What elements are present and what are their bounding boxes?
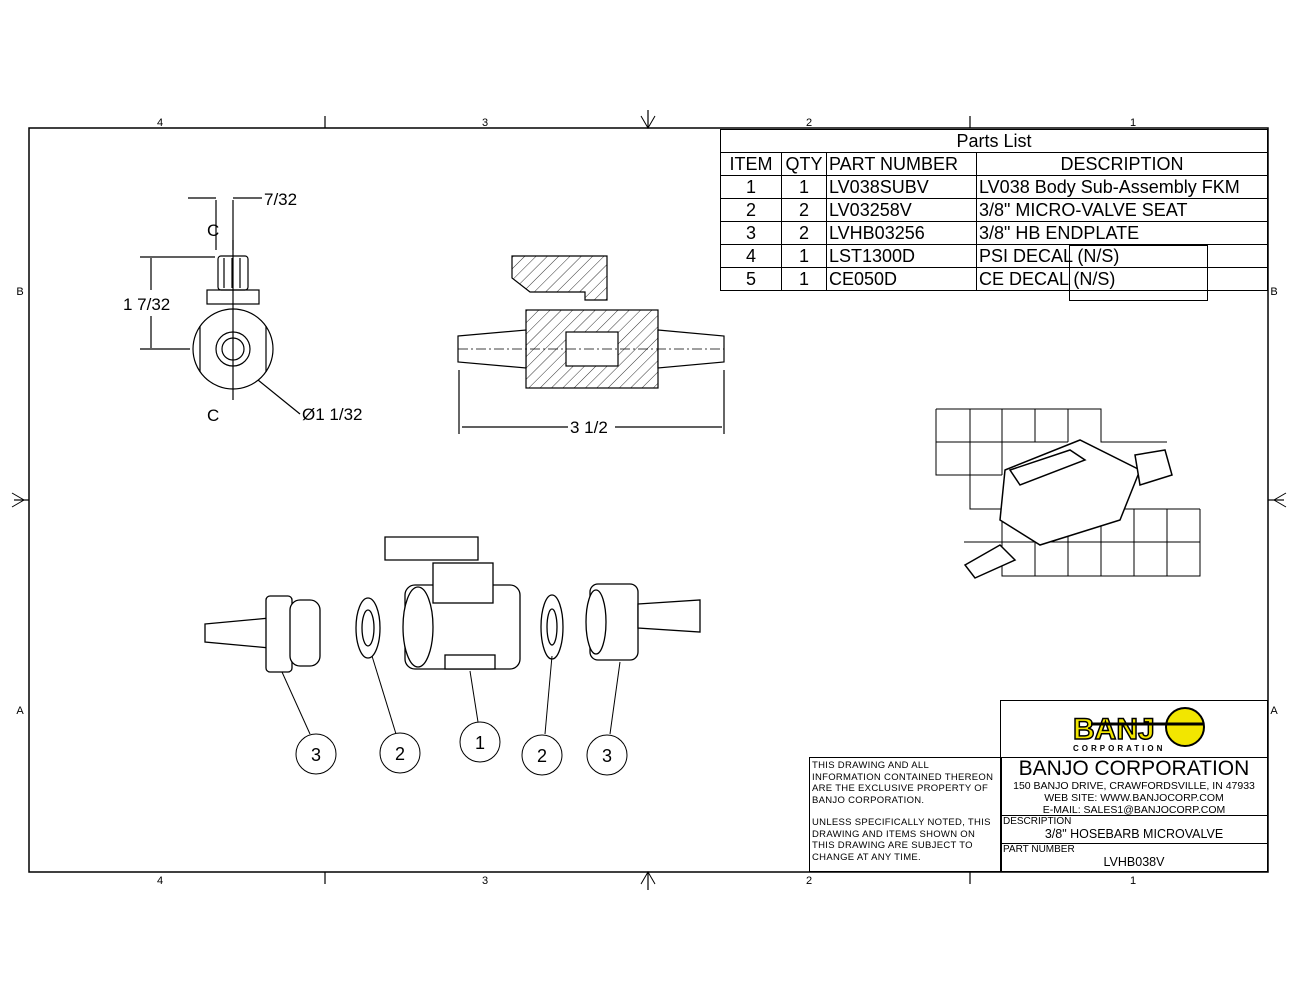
part-number-box: PART NUMBER LVHB038V xyxy=(1000,843,1268,872)
company-box: BANJO CORPORATION 150 BANJO DRIVE, CRAWF… xyxy=(1000,757,1268,816)
zone-b-right: B xyxy=(1270,286,1277,298)
change-notice: UNLESS SPECIFICALLY NOTED, THIS DRAWING … xyxy=(812,817,991,863)
header-qty: QTY xyxy=(781,152,827,176)
cell-qty: 1 xyxy=(781,267,827,291)
description-label: DESCRIPTION xyxy=(1003,816,1072,827)
company-email: E-MAIL: SALES1@BANJOCORP.COM xyxy=(1042,804,1226,816)
parts-list-title: Parts List xyxy=(720,129,1268,153)
description-value: 3/8" HOSEBARB MICROVALVE xyxy=(1044,827,1224,841)
cell-part-number: LST1300D xyxy=(826,244,977,268)
cell-item: 3 xyxy=(720,221,782,245)
zone-1-bottom: 1 xyxy=(1130,875,1136,887)
cell-description: 3/8" HB ENDPLATE xyxy=(976,221,1268,245)
exploded-view xyxy=(204,536,701,673)
zone-a-right: A xyxy=(1270,705,1278,717)
cell-part-number: LVHB03256 xyxy=(826,221,977,245)
company-address: 150 BANJO DRIVE, CRAWFORDSVILLE, IN 4793… xyxy=(1013,780,1255,792)
cell-part-number: CE050D xyxy=(826,267,977,291)
balloon-item-3: 3 xyxy=(311,745,321,765)
company-name: BANJO CORPORATION xyxy=(1018,757,1250,780)
overlay-box xyxy=(1069,245,1208,301)
cell-part-number: LV038SUBV xyxy=(826,175,977,199)
header-item: ITEM xyxy=(720,152,782,176)
part-number-label: PART NUMBER xyxy=(1003,844,1075,855)
zone-4-top: 4 xyxy=(157,117,163,129)
section-view xyxy=(457,255,725,434)
notice-box: THIS DRAWING AND ALL INFORMATION CONTAIN… xyxy=(809,757,1002,872)
balloon-item-2: 2 xyxy=(395,744,405,764)
property-notice: THIS DRAWING AND ALL INFORMATION CONTAIN… xyxy=(812,760,994,806)
balloon-item-1: 1 xyxy=(475,733,485,753)
balloon-item-3b: 3 xyxy=(602,746,612,766)
cell-qty: 2 xyxy=(781,198,827,222)
balloon-item-2b: 2 xyxy=(537,746,547,766)
svg-text:BANJ: BANJ xyxy=(1073,713,1155,746)
svg-text:CORPORATION: CORPORATION xyxy=(1073,744,1165,753)
header-description: DESCRIPTION xyxy=(976,152,1268,176)
dim-diameter: Ø1 1/32 xyxy=(302,405,363,424)
cell-qty: 1 xyxy=(781,244,827,268)
cell-item: 5 xyxy=(720,267,782,291)
zone-b-left: B xyxy=(16,286,23,298)
banjo-logo: BANJ CORPORATION xyxy=(1072,707,1205,753)
header-part-number: PART NUMBER xyxy=(826,152,977,176)
cell-part-number: LV03258V xyxy=(826,198,977,222)
dim-top-width: 7/32 xyxy=(264,190,297,209)
logo-box: BANJ CORPORATION xyxy=(1000,700,1268,758)
zone-3-top: 3 xyxy=(482,117,488,129)
zone-2-bottom: 2 xyxy=(806,875,812,887)
zone-2-top: 2 xyxy=(806,117,812,129)
section-mark-top: C xyxy=(207,221,219,240)
cell-qty: 2 xyxy=(781,221,827,245)
zone-4-bottom: 4 xyxy=(157,875,163,887)
zone-1-top: 1 xyxy=(1130,117,1136,129)
cell-description: LV038 Body Sub-Assembly FKM xyxy=(976,175,1268,199)
cell-qty: 1 xyxy=(781,175,827,199)
zone-a-left: A xyxy=(16,705,24,717)
isometric-view xyxy=(935,408,1201,579)
cell-description: 3/8" MICRO-VALVE SEAT xyxy=(976,198,1268,222)
zone-3-bottom: 3 xyxy=(482,875,488,887)
cell-item: 4 xyxy=(720,244,782,268)
balloon-leaders xyxy=(281,655,621,735)
dim-length: 3 1/2 xyxy=(570,418,608,437)
section-mark-bottom: C xyxy=(207,406,219,425)
item-balloons: 3 2 1 2 3 xyxy=(295,721,628,776)
company-web: WEB SITE: WWW.BANJOCORP.COM xyxy=(1044,792,1224,804)
cell-description: PSI DECAL (N/S) xyxy=(976,244,1268,268)
description-box: DESCRIPTION 3/8" HOSEBARB MICROVALVE xyxy=(1000,815,1268,844)
cell-description: CE DECAL (N/S) xyxy=(976,267,1268,291)
cell-item: 2 xyxy=(720,198,782,222)
cell-item: 1 xyxy=(720,175,782,199)
parts-list-header: ITEM QTY PART NUMBER DESCRIPTION xyxy=(720,152,1268,176)
parts-list-table: Parts List ITEM QTY PART NUMBER DESCRIPT… xyxy=(720,129,1268,291)
end-view xyxy=(140,197,301,415)
part-number-value: LVHB038V xyxy=(1103,855,1165,869)
dim-height: 1 7/32 xyxy=(123,295,170,314)
